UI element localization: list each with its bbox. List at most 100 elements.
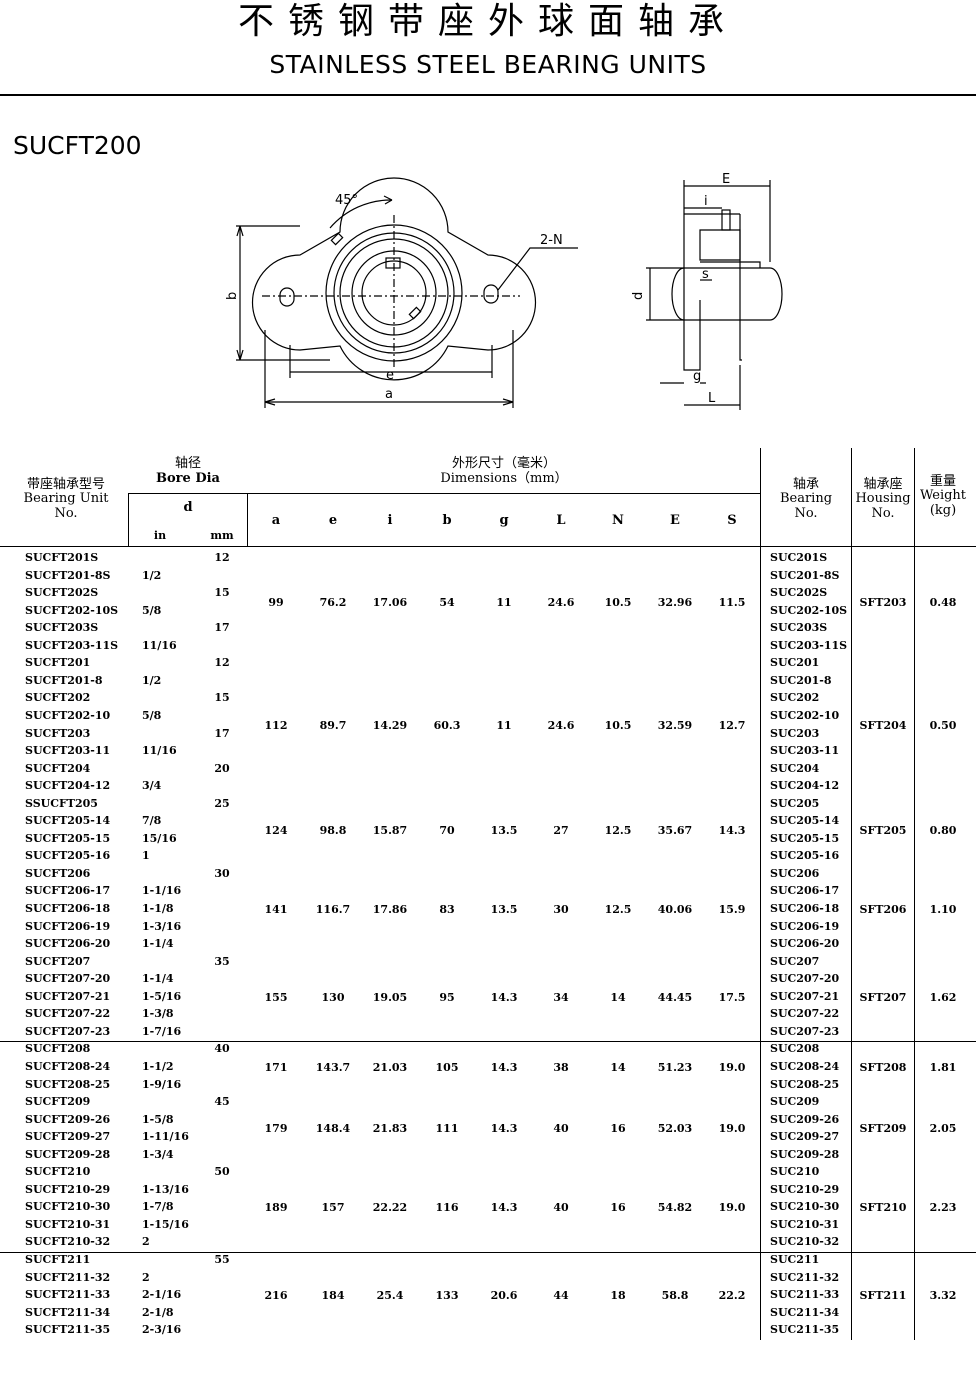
header-col-g: g [499,513,509,528]
dim-N: 10.5 [604,595,632,609]
dim-i: 22.22 [372,1201,408,1215]
header-unit-no: No. [54,506,78,521]
housing-number: SFT209 [859,1122,907,1136]
unit-weight: 2.23 [929,1201,957,1215]
bearing-number: SUC202-10S [770,603,848,617]
dim-S: 11.5 [718,595,746,609]
bore-mm: 12 [214,656,230,670]
dim-a: 216 [264,1288,288,1302]
bearing-number: SUC207-23 [770,1024,840,1038]
dim-a: 171 [264,1060,288,1074]
bearing-number: SUC202S [770,586,828,600]
bore-inch: 1-3/16 [142,919,182,933]
header-bearing-no: No. [794,506,818,521]
model-number: SUCFT200 [13,131,142,160]
header-col-b: b [442,513,452,528]
housing-number: SFT207 [859,990,907,1004]
dim-i: 25.4 [376,1288,404,1302]
dim-e: 130 [321,990,345,1004]
dim-S: 19.0 [718,1201,746,1215]
bore-inch: 2-3/16 [142,1323,182,1337]
unit-number: SUCFT201-8S [25,568,111,582]
bearing-number: SUC205-14 [770,814,840,828]
dim-L: 24.6 [547,595,575,609]
header-bottom-rule [0,546,976,547]
bore-mm: 40 [214,1042,230,1056]
header-weight-unit: (kg) [929,503,957,518]
bore-inch: 1 [142,849,150,863]
header-in: in [153,529,167,542]
bore-inch: 11/16 [142,744,177,758]
header-col-L: L [556,513,566,528]
bore-mm: 45 [214,1095,230,1109]
bearing-number: SUC206-18 [770,902,840,915]
dim-g-label: g [693,369,701,384]
bearing-number: SUC202 [770,691,820,705]
header-bearing-en: Bearing [779,491,833,506]
dim-g: 13.5 [490,823,518,837]
bearing-number: SUC206-17 [770,884,840,898]
unit-number: SUCFT210-29 [25,1182,111,1196]
bearing-number: SUC211-35 [770,1323,840,1337]
bore-mm: 30 [214,866,230,880]
bore-inch: 2-1/16 [142,1288,182,1302]
bore-inch: 1-1/2 [142,1059,174,1073]
unit-number: SUCFT210-30 [25,1200,111,1214]
dim-s-label: s [702,267,709,282]
dim-E: 32.59 [657,718,693,732]
bearing-unit-drawing: 45° 2-N b e a E i s d g L [225,172,783,410]
header-housing-cn: 轴承座 [863,477,903,492]
dim-a: 179 [264,1122,288,1136]
unit-number: SUCFT201-8 [25,673,103,687]
housing-number: SFT205 [859,823,907,837]
bearing-number: SUC211 [770,1253,820,1266]
bearing-number: SUC201-8S [770,568,840,582]
bearing-number: SUC201-8 [770,673,832,687]
unit-number: SUCFT206-18 [25,902,111,915]
dim-E: 32.96 [657,595,693,609]
dim-L: 27 [553,823,569,837]
dim-b: 54 [439,595,455,609]
unit-number: SUCFT209-28 [25,1147,111,1161]
dim-i-label: i [704,194,708,209]
dim-e: 116.7 [315,902,351,916]
header-housing-en: Housing [855,491,911,506]
header-bearing-cn: 轴承 [792,477,819,492]
header-col-E: E [670,513,680,528]
mount-hole-left [279,287,295,307]
bore-inch: 1-13/16 [142,1182,189,1196]
bearing-number: SUC202-10 [770,708,840,722]
bearing-number: SUC206-20 [770,937,840,951]
unit-weight: 3.32 [929,1288,957,1302]
dim-N: 10.5 [604,718,632,732]
bore-inch: 1/2 [142,568,162,582]
dim-S: 22.2 [718,1288,746,1302]
dim-E-label: E [722,172,730,187]
bore-inch: 3/4 [142,779,162,793]
unit-number: SUCFT207 [25,954,91,968]
bearing-number: SUC210-31 [770,1217,840,1231]
housing-number: SFT210 [859,1201,907,1215]
header-bore-cn: 轴径 [174,456,201,471]
dim-g: 14.3 [490,1122,518,1136]
bearing-number: SUC211-34 [770,1305,840,1319]
dim-L: 38 [553,1060,569,1074]
dim-i: 19.05 [372,990,408,1004]
header-d: d [183,500,193,515]
bearing-number: SUC207-21 [770,989,840,1003]
bore-inch: 15/16 [142,831,177,845]
header-housing-no: No. [871,506,895,521]
bore-inch: 1-7/8 [142,1200,174,1214]
unit-number: SUCFT210 [25,1165,91,1179]
bore-inch: 1-1/4 [142,972,174,986]
dim-E: 35.67 [657,823,693,837]
dim-e: 148.4 [315,1122,351,1136]
dim-E: 51.23 [657,1060,693,1074]
unit-number: SUCFT203-11 [25,744,111,758]
bore-inch: 5/8 [142,708,162,722]
bore-mm: 17 [214,726,230,740]
dim-i: 17.86 [372,902,408,916]
unit-number: SUCFT210-32 [25,1235,111,1249]
dim-b: 116 [435,1201,459,1215]
unit-number: SUCFT206-19 [25,919,111,933]
